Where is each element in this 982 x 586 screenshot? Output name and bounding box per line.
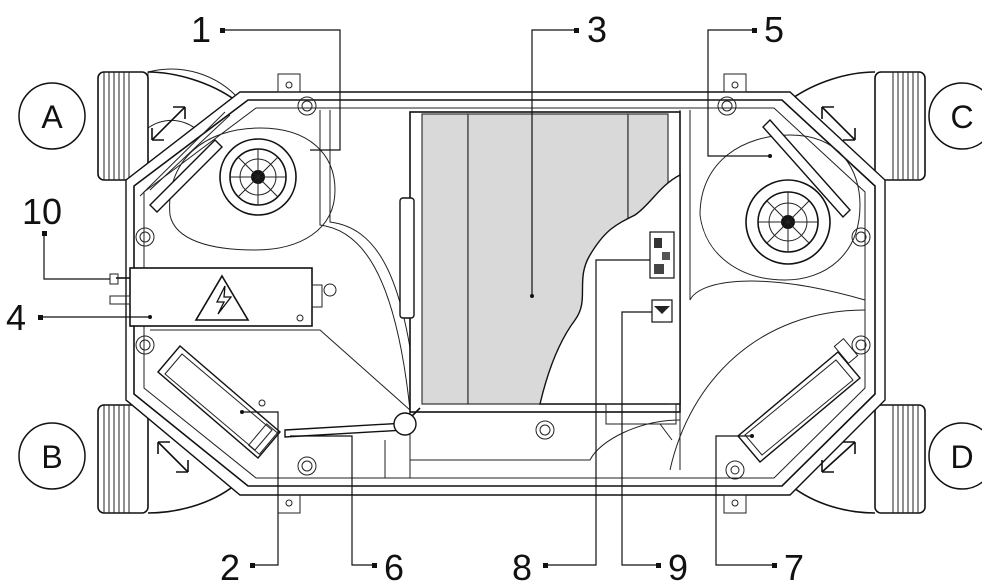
sensor-bracket [605,403,677,441]
callout-1: 1 [191,9,211,50]
port-c: C [928,82,982,150]
double-arrow-icon [821,106,856,141]
port-label-a: A [41,99,63,135]
duct-connector-b [97,389,236,514]
supply-fan [149,127,336,251]
callout-9: 9 [668,547,688,586]
double-arrow-icon [151,106,186,141]
double-arrow-icon [821,441,856,473]
duct-connector-a [97,68,241,181]
callout-7: 7 [784,547,804,586]
condensate-tray [284,407,421,438]
port-d: D [928,422,982,490]
filter-left [157,345,281,459]
port-label-b: B [41,439,62,475]
port-label-d: D [950,439,973,475]
callout-8: 8 [512,547,532,586]
leader-lines [38,28,777,568]
high-voltage-warning-icon [194,274,250,321]
callout-3: 3 [587,9,607,50]
callout-5: 5 [764,9,784,50]
double-arrow-icon [157,441,189,473]
callout-6: 6 [384,547,404,586]
duct-connector-c [789,71,926,181]
port-b: B [18,422,86,490]
heat-exchanger [399,111,681,413]
extract-fan [699,118,861,281]
callout-10: 10 [22,191,62,232]
filter-right [737,338,861,463]
sensor [651,299,673,323]
port-a: A [18,82,86,150]
callout-4: 4 [6,297,26,338]
port-label-c: C [950,99,973,135]
control-board [649,231,675,279]
callout-2: 2 [220,547,240,586]
duct-connector-d [789,389,926,514]
